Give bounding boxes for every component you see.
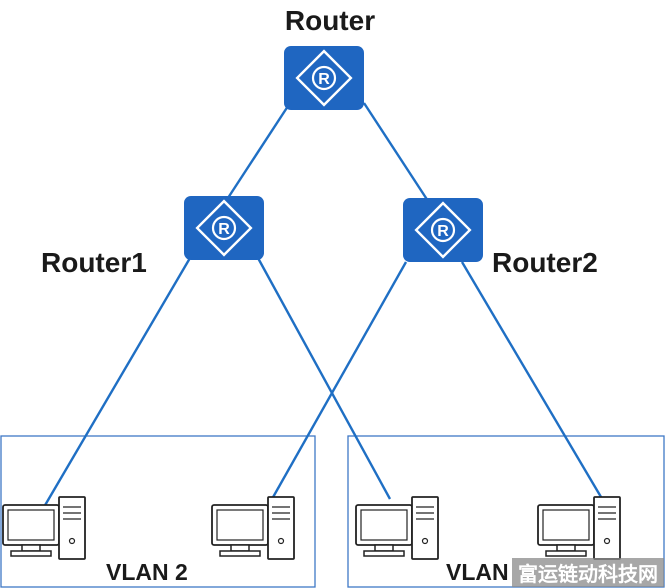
watermark-text: 富运链动科技网 [518, 562, 658, 586]
router-node-top: R Router [284, 5, 375, 110]
svg-text:R: R [218, 221, 230, 238]
computer-icon [211, 496, 295, 560]
router-icon: R [184, 196, 264, 260]
router2-label: Router2 [492, 247, 598, 278]
link-router-router2 [362, 102, 430, 202]
router-node-1: R Router1 [41, 196, 264, 278]
vlan-label-left: VLAN 2 [106, 559, 188, 585]
link-router-router1 [224, 102, 292, 202]
link-router1-host1 [42, 257, 192, 508]
vlan-box-left [0, 435, 316, 588]
link-router2-host2 [270, 261, 408, 500]
vlan-box-right [347, 435, 665, 588]
computer-icon [355, 496, 439, 560]
links [42, 102, 603, 508]
router-icon: R [403, 198, 483, 262]
link-router1-host3 [256, 257, 392, 500]
router-icon: R [284, 46, 364, 110]
router-node-2: R Router2 [403, 198, 598, 278]
router1-label: Router1 [41, 247, 147, 278]
svg-text:R: R [318, 71, 330, 88]
link-router2-host4 [460, 261, 603, 498]
watermark-backdrop [512, 558, 664, 587]
router-label: Router [285, 5, 375, 36]
computer-icon [2, 496, 86, 560]
vlan-label-right: VLAN [446, 559, 509, 585]
watermark: 富运链动科技网 [512, 558, 664, 587]
computer-icon [537, 496, 621, 560]
svg-text:R: R [437, 223, 449, 240]
